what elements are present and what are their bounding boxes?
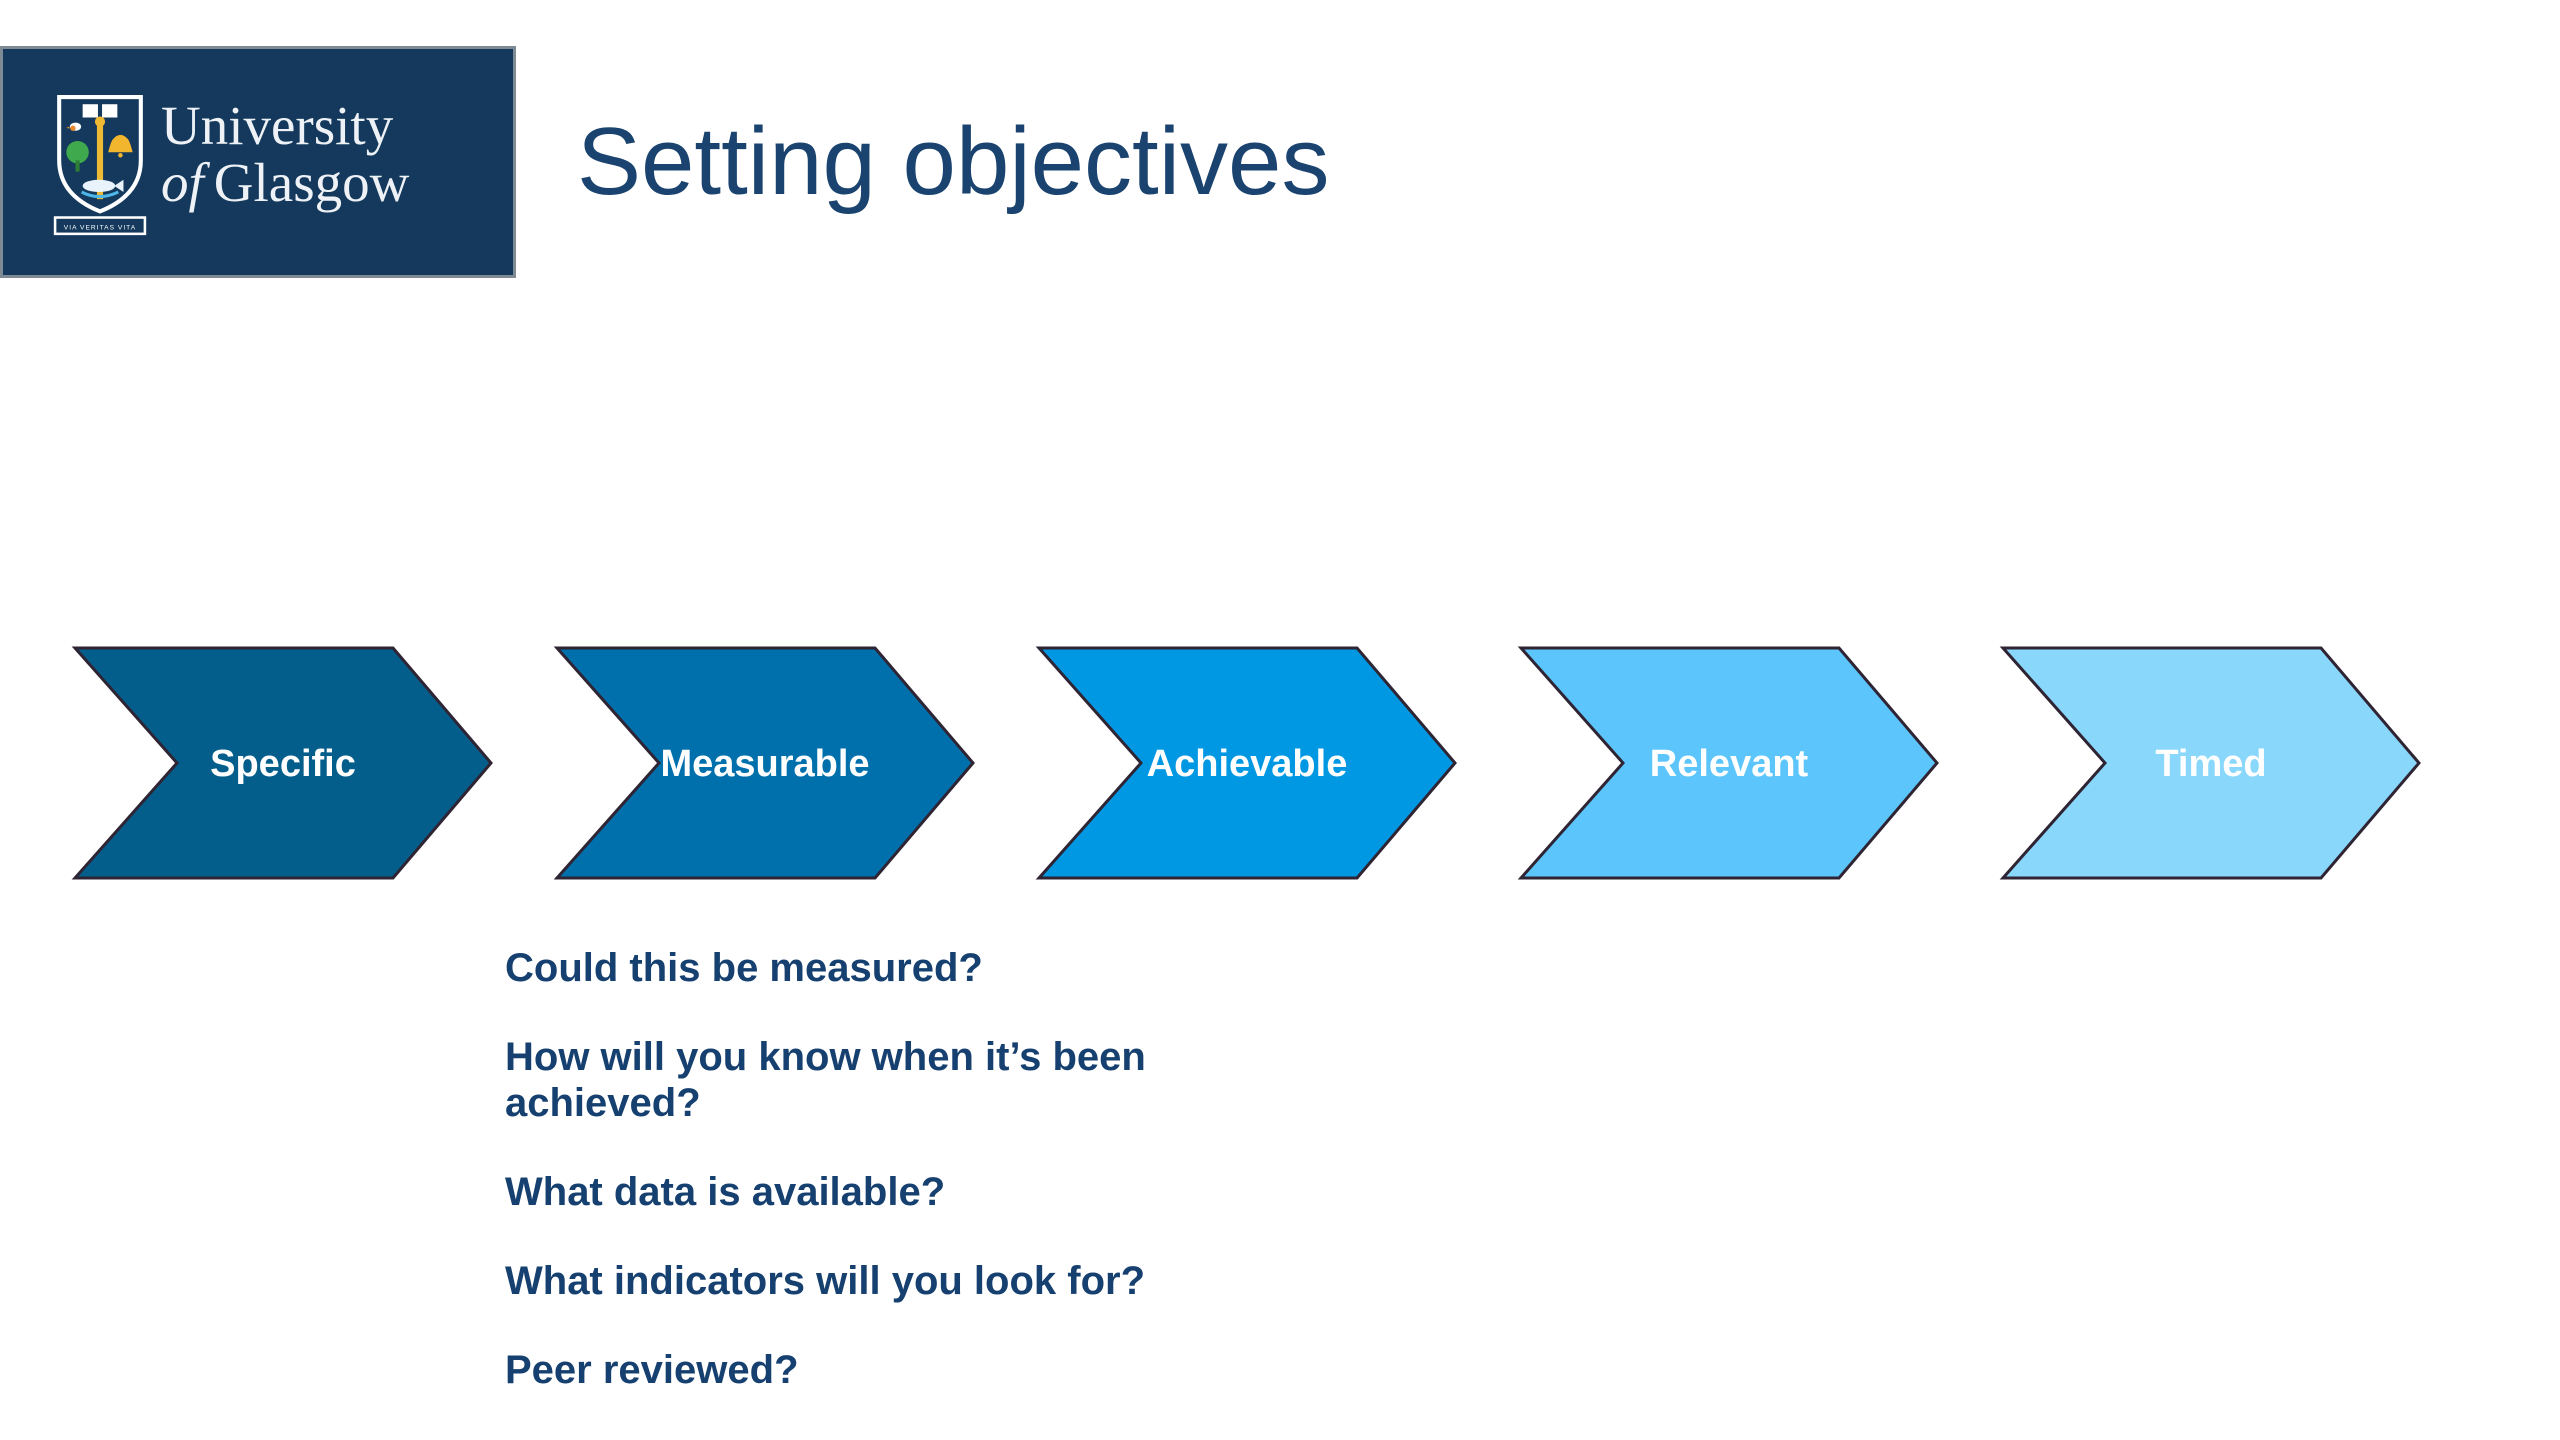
chevron-timed	[1999, 646, 2421, 880]
questions-list: Could this be measured? How will you kno…	[505, 945, 1205, 1436]
chevron-label-relevant: Relevant	[1650, 743, 1809, 785]
bell-icon	[108, 134, 133, 158]
chevron-relevant	[1517, 646, 1939, 880]
wordmark-glasgow: Glasgow	[213, 152, 410, 213]
bird-icon	[66, 122, 82, 131]
motto-text: VIA VERITAS VITA	[64, 224, 136, 231]
shield-icon	[57, 95, 143, 214]
question-item: Could this be measured?	[505, 946, 983, 990]
question-item: What data is available?	[505, 1170, 946, 1214]
book-icon	[82, 104, 118, 118]
question-item: What indicators will you look for?	[505, 1259, 1146, 1303]
university-crest-icon: VIA VERITAS VITA	[53, 95, 147, 236]
wordmark-line1: University	[161, 95, 394, 156]
question-item: Peer reviewed?	[505, 1348, 799, 1392]
chevron-measurable	[553, 646, 975, 880]
fish-icon	[80, 179, 124, 199]
chevron-label-measurable: Measurable	[660, 743, 869, 785]
question-item: How will you know when it’s been achieve…	[505, 1035, 1146, 1125]
page-title: Setting objectives	[577, 108, 1330, 215]
wordmark-of: of	[161, 152, 204, 213]
chevron-label-achievable: Achievable	[1147, 743, 1348, 785]
chevron-achievable	[1035, 646, 1457, 880]
mace-icon	[94, 116, 106, 200]
motto-banner: VIA VERITAS VITA	[53, 216, 147, 236]
tree-icon	[66, 140, 89, 172]
chevron-specific	[71, 646, 493, 880]
chevron-label-timed: Timed	[2155, 743, 2266, 785]
chevron-label-specific: Specific	[210, 743, 356, 785]
